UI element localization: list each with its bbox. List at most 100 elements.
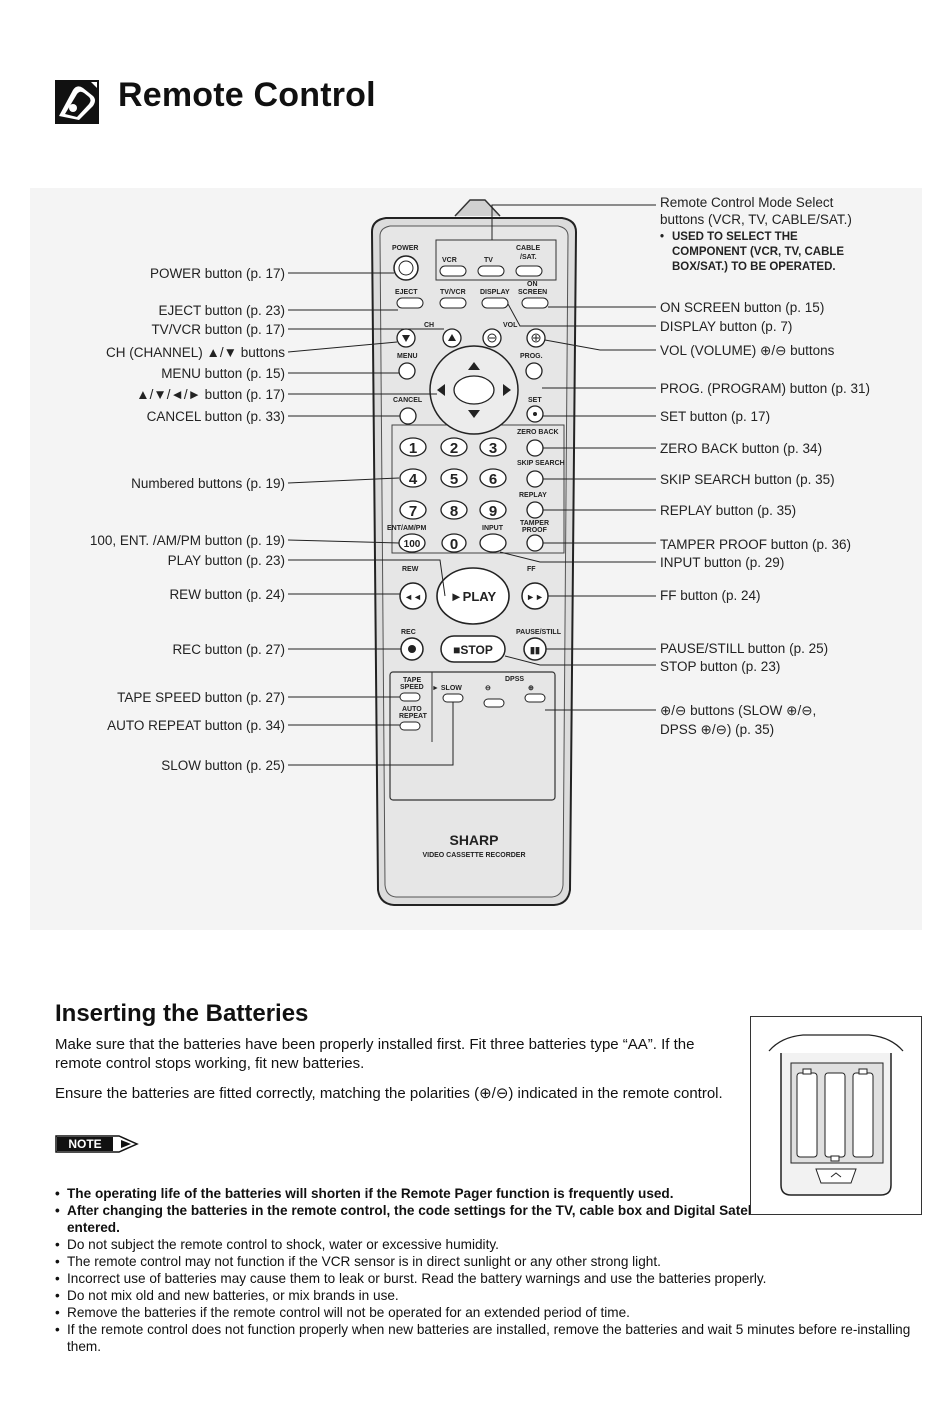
rew-key-label: REW (402, 566, 419, 573)
svg-text:SPEED: SPEED (400, 684, 424, 691)
digit-2-button: 2 (440, 437, 468, 457)
svg-text:0: 0 (450, 536, 458, 553)
ff-button[interactable]: ►► (521, 582, 549, 610)
vcr-mode-button[interactable]: VCR (439, 257, 467, 277)
svg-text:SCREEN: SCREEN (518, 289, 547, 296)
svg-text:INPUT: INPUT (482, 525, 504, 532)
label-mode-select-note-2: COMPONENT (VCR, TV, CABLE (672, 246, 844, 258)
label-on-screen: ON SCREEN button (p. 15) (660, 300, 824, 315)
dpad[interactable] (429, 345, 519, 435)
slow-button[interactable]: ► SLOW (432, 685, 464, 703)
prog-button[interactable] (525, 362, 543, 380)
set-button[interactable] (526, 405, 544, 423)
svg-text:/SAT.: /SAT. (520, 254, 537, 261)
digit-3-button: 3 (479, 437, 507, 457)
pause-still-key-label: PAUSE/STILL (516, 629, 562, 636)
digit-0-button: 0 (441, 533, 467, 553)
svg-text:■STOP: ■STOP (453, 643, 493, 657)
menu-button[interactable] (398, 362, 416, 380)
svg-text:2: 2 (450, 440, 458, 457)
note-item: The remote control may not function if t… (55, 1253, 930, 1270)
label-eject: EJECT button (p. 23) (158, 303, 285, 318)
label-skip-search: SKIP SEARCH button (p. 35) (660, 472, 835, 487)
on-screen-button[interactable]: ON SCREEN (518, 281, 549, 309)
note-item: Do not mix old and new batteries, or mix… (55, 1287, 930, 1304)
svg-text:REPEAT: REPEAT (399, 713, 428, 720)
notes-list: The operating life of the batteries will… (55, 1185, 930, 1355)
cancel-button[interactable] (399, 407, 417, 425)
remote-diagram-svg: POWER VCR TV CABLE /SAT. EJECT TV/VCR DI… (90, 195, 870, 906)
left-leader-lines (287, 272, 454, 766)
svg-text:3: 3 (489, 440, 497, 457)
svg-text:SKIP SEARCH: SKIP SEARCH (517, 460, 565, 467)
right-leader-lines (491, 204, 656, 711)
label-tvvcr: TV/VCR button (p. 17) (151, 322, 285, 337)
label-mode-select-2: buttons (VCR, TV, CABLE/SAT.) (660, 212, 852, 227)
label-ch: CH (CHANNEL) ▲/▼ buttons (106, 345, 285, 360)
rec-button[interactable] (400, 637, 424, 661)
label-vol: VOL (VOLUME) ⊕/⊖ buttons (660, 343, 835, 358)
ff-key-label: FF (527, 566, 536, 573)
digit-7-button: 7 (399, 500, 427, 520)
battery-illustration (750, 1016, 922, 1215)
ch-label: CH (424, 322, 434, 329)
label-mode-select-note-3: BOX/SAT.) TO BE OPERATED. (672, 261, 836, 273)
svg-text:NOTE: NOTE (68, 1137, 101, 1151)
svg-text:8: 8 (450, 503, 458, 520)
numbered-buttons[interactable]: 1 2 3 4 5 6 7 8 9 0 (399, 437, 507, 553)
plus-button[interactable]: ⊕ (524, 685, 546, 703)
svg-text:▮▮: ▮▮ (530, 645, 540, 655)
label-mode-select-note-1: USED TO SELECT THE (672, 231, 798, 243)
battery-3 (852, 1068, 874, 1158)
ch-down-button[interactable] (396, 328, 416, 348)
skip-search-button[interactable]: SKIP SEARCH (517, 460, 565, 488)
svg-text:POWER: POWER (392, 245, 418, 252)
svg-text:100: 100 (404, 539, 421, 550)
label-plusminus-2: DPSS ⊕/⊖) (p. 35) (660, 722, 774, 737)
input-button[interactable]: INPUT (479, 525, 507, 553)
pause-still-button[interactable]: ▮▮ (523, 637, 547, 661)
vol-plus-button[interactable] (526, 328, 546, 348)
tape-speed-button[interactable]: TAPE SPEED (399, 677, 424, 702)
vol-minus-button[interactable] (482, 328, 502, 348)
label-mode-select-bullet: • (660, 231, 664, 243)
power-button[interactable]: POWER (392, 245, 419, 281)
label-stop: STOP button (p. 23) (660, 659, 780, 674)
label-cancel: CANCEL button (p. 33) (147, 409, 285, 424)
svg-text:REPLAY: REPLAY (519, 492, 547, 499)
left-labels: POWER button (p. 17) EJECT button (p. 23… (90, 266, 285, 773)
label-tamper-proof: TAMPER PROOF button (p. 36) (660, 537, 851, 552)
digit-8-button: 8 (440, 500, 468, 520)
svg-text:ON: ON (527, 281, 538, 288)
dpad-up-icon (468, 362, 480, 370)
svg-text:TV/VCR: TV/VCR (440, 289, 466, 296)
tv-mode-button[interactable]: TV (477, 257, 505, 277)
stop-button[interactable]: ■STOP (440, 635, 506, 663)
cable-sat-mode-button[interactable]: CABLE /SAT. (515, 245, 543, 277)
tvvcr-button[interactable]: TV/VCR (439, 289, 467, 309)
minus-button[interactable]: ⊖ (483, 685, 505, 708)
svg-text:TAMPER: TAMPER (520, 520, 549, 527)
play-button[interactable]: ►PLAY (436, 567, 510, 625)
svg-text:ZERO BACK: ZERO BACK (517, 429, 559, 436)
label-zero-back: ZERO BACK button (p. 34) (660, 441, 822, 456)
svg-text:4: 4 (409, 471, 418, 488)
svg-text:6: 6 (489, 471, 497, 488)
label-menu: MENU button (p. 15) (161, 366, 285, 381)
right-labels: Remote Control Mode Select buttons (VCR,… (660, 195, 870, 737)
display-button[interactable]: DISPLAY (480, 289, 510, 309)
svg-text:► SLOW: ► SLOW (432, 685, 462, 692)
dpad-right-icon (503, 384, 511, 396)
auto-repeat-button[interactable]: AUTO REPEAT (399, 706, 428, 731)
ch-up-button[interactable] (442, 328, 462, 348)
eject-button[interactable]: EJECT (395, 289, 424, 309)
digit-4-button: 4 (399, 468, 427, 488)
note-item: The operating life of the batteries will… (55, 1185, 930, 1202)
label-tape-speed: TAPE SPEED button (p. 27) (117, 690, 285, 705)
svg-text:5: 5 (450, 471, 458, 488)
batteries-polarity: Ensure the batteries are fitted correctl… (55, 1085, 723, 1102)
label-rew: REW button (p. 24) (169, 587, 285, 602)
rew-button[interactable]: ◄◄ (399, 582, 427, 610)
label-replay: REPLAY button (p. 35) (660, 503, 796, 518)
set-key-label: SET (528, 397, 542, 404)
